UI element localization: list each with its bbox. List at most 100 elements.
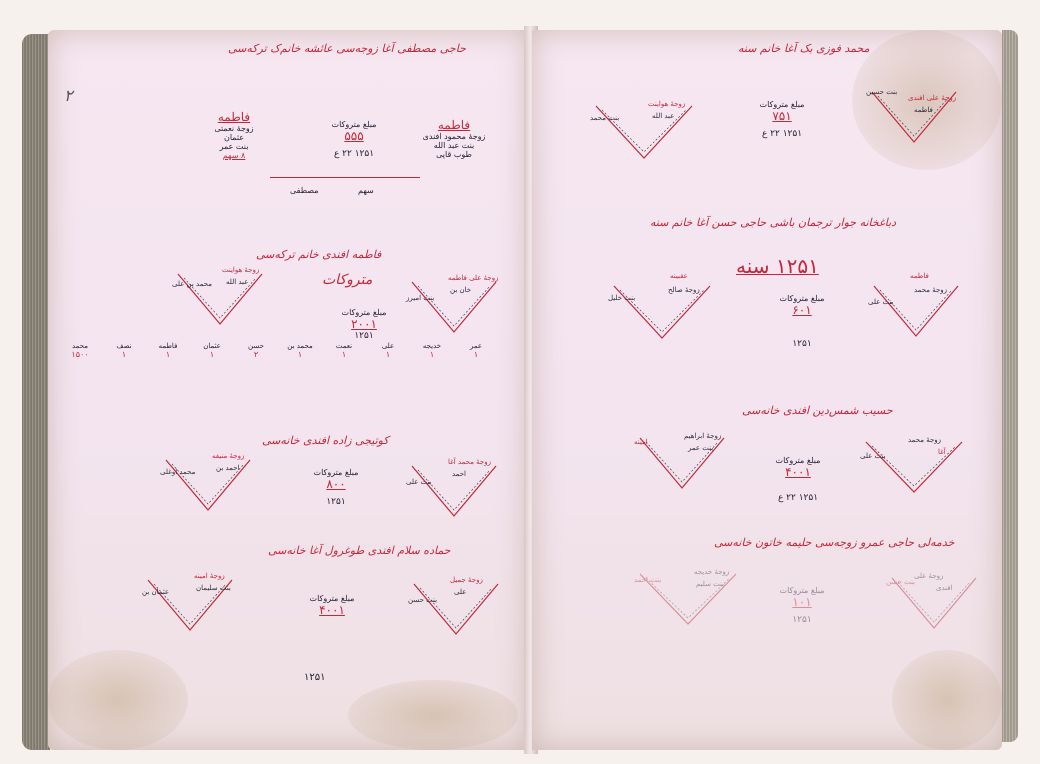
heir-share: ۱ [366,350,410,359]
v-diagram-label: امینه [634,438,648,446]
stain [348,680,518,750]
v-diagram-right: زوجۀ محمد آغا بنت علی [858,432,958,502]
v-diagram-label: عبد الله [226,278,248,286]
estate-value: ۴۰۰۱ [768,465,828,479]
estate-value: ۸۰۰ [306,477,366,491]
section-heading: حسیب شمس‌دین افندی خانه‌سی [742,404,893,417]
v-diagram-label: زوجۀ علی افندی [908,94,956,102]
v-diagram-label: زوجۀ محمد [908,436,941,444]
estate-value: ۲۰۰۱ [334,317,394,331]
v-diagram-label: زوجۀ علی [914,572,943,580]
section-heading: دباغخانه جوار ترجمان باشی حاجی حسن آغا خ… [650,216,896,229]
heir-entry: خدیجه۱ [410,342,454,359]
section-heading: خدمه‌لی حاجی عمرو زوجه‌سی حلیمه خاتون خا… [714,536,954,549]
heir-name: عثمان [190,342,234,350]
estate-label: مبلغ متروکات [768,456,828,465]
section-heading: کوتیجی زاده افندی خانه‌سی [262,434,389,447]
v-diagram-label: عثمان بن [142,588,169,596]
estate-date: ۱۲۵۱ ۲۲ ع [752,129,812,139]
estate-label: مبلغ متروکات [772,586,832,595]
stain [892,650,1002,750]
v-diagram-label: بنت حسن [408,596,437,604]
estate-label: مبلغ متروکات [322,120,386,129]
estate-value: ۴۰۰۱ [302,603,362,617]
estate-date: ۱۲۵۱ ۲۲ ع [322,149,386,159]
v-diagram-right: زوجۀ جمیل علی بنت حسن [406,574,506,644]
heir-title: فاطمه [204,110,264,124]
v-diagram-label: عقبینه [670,272,688,280]
v-diagram-label: زوجۀ محمد [914,286,947,294]
v-diagram-label: بنت محمد [590,114,619,122]
v-diagram-label: احمد بن [216,464,240,472]
v-diagram-label: زوجۀ علی فاطمه [448,274,498,282]
heir-name: فاطمه [146,342,190,350]
estate-total-block: مبلغ متروکات ۴۰۰۱ ۱۲۵۱ ۲۲ ع [768,456,828,503]
estate-label: مبلغ متروکات [302,594,362,603]
heir-entry: فاطمه۱ [146,342,190,359]
v-diagram-label: زوجۀ خدیجه [694,568,729,576]
heirs-row: محمد۱۵۰۰ نصف۱ فاطمه۱ عثمان۱ حسن۲ محمد بن… [58,342,506,412]
heir-name: نصف [102,342,146,350]
v-diagram-label: زوجۀ امینه [194,572,225,580]
v-diagram-label: زوجۀ هواینت [648,100,685,108]
book-page-edges-right [1002,30,1018,742]
heir-line: بنت عبد الله [418,141,490,150]
divider-line [270,177,420,178]
v-diagram-label: احمد [452,470,466,478]
section-heading: حاجی مصطفی آغا زوجه‌سی عائشه خانم‌ک ترکه… [228,42,466,55]
estate-label: مبلغ متروکات [334,308,394,317]
estate-total-block: مبلغ متروکات ۷۵۱ ۱۲۵۱ ۲۲ ع [752,100,812,139]
v-diagram-label: بنت امیرز [406,294,434,302]
v-diagram-left: زوجۀ منیفه احمد بن محمد اوغلی [158,450,258,520]
estate-total-block: مبلغ متروکات ۱۰۱ ۱۲۵۱ [772,586,832,625]
v-diagram-label: زوجۀ هواینت [222,266,259,274]
v-diagram-label: زوجۀ منیفه [212,452,244,460]
estate-date: ۱۲۵۱ [334,331,394,341]
v-diagram-label: بنت علی [406,478,432,486]
v-diagram-label: فاطمه [914,106,933,114]
section-heading: محمد فوزی بک آغا خانم سنه [738,42,870,55]
estate-total-block: مبلغ متروکات ۶۰۱ ۱۲۵۱ [772,294,832,349]
estate-label: مبلغ متروکات [772,294,832,303]
v-diagram-right: زوجۀ علی فاطمه خان بن بنت امیرز [404,272,504,342]
estate-total-block: مبلغ متروکات ۲۰۰۱ ۱۲۵۱ [334,308,394,341]
estate-label: مبلغ متروکات [752,100,812,109]
v-diagram-left: عقبینه زوجۀ صالح بنت خلیل [606,276,706,346]
heir-line: طوب قاپی [418,150,490,159]
v-diagram-left: زوجۀ خدیجه بنت سلیم بنت احمد [632,566,732,636]
heir-name: حسن [234,342,278,350]
estate-total-block: مبلغ متروکات ۴۰۰۱ [302,594,362,617]
heir-entry: محمد بن۱ [278,342,322,359]
v-diagram-left: زوجۀ ابراهیم بنت عمر امینه [632,428,732,498]
v-diagram-left: زوجۀ امینه بنت سلیمان عثمان بن [140,570,240,640]
v-diagram-label: آغا [938,448,946,456]
v-diagram-right: زوجۀ محمد آغا احمد بنت علی [404,456,504,526]
estate-label: مبلغ متروکات [306,468,366,477]
v-diagram-label: بنت احمد [634,576,661,584]
heir-share: ۱ [102,350,146,359]
heir-share: ۱ [454,350,498,359]
estate-value: ۷۵۱ [752,109,812,123]
v-diagram-label: بنت سلیم [696,580,724,588]
heir-share: ۸ سهم [204,151,264,160]
book-page-edges-left [22,34,50,750]
v-diagram-label: بنت حسین [866,88,897,96]
estate-total-block: مبلغ متروکات ۸۰۰ ۱۲۵۱ [306,468,366,507]
v-diagram-label: عبد الله [652,112,674,120]
page-number: ۲ [64,86,73,105]
heir-block: فاطمه زوجۀ نعمتی عثمان بنت عمر ۸ سهم [204,110,264,160]
v-diagram-label: زوجۀ محمد آغا [448,458,491,466]
heir-line: بنت عمر [204,142,264,151]
section-heading: حماده سلام افندی طوغرول آغا خانه‌سی [268,544,450,557]
heir-share: ۱ [410,350,454,359]
note: مصطفی [290,186,319,195]
heir-name: نعمت [322,342,366,350]
v-diagram-right: زوجۀ علی افندی بنت حسن [884,568,984,638]
v-diagram-label: زوجۀ ابراهیم [684,432,721,440]
v-diagram-label: علی [454,588,466,596]
heir-name: علی [366,342,410,350]
heir-share: ۱ [146,350,190,359]
